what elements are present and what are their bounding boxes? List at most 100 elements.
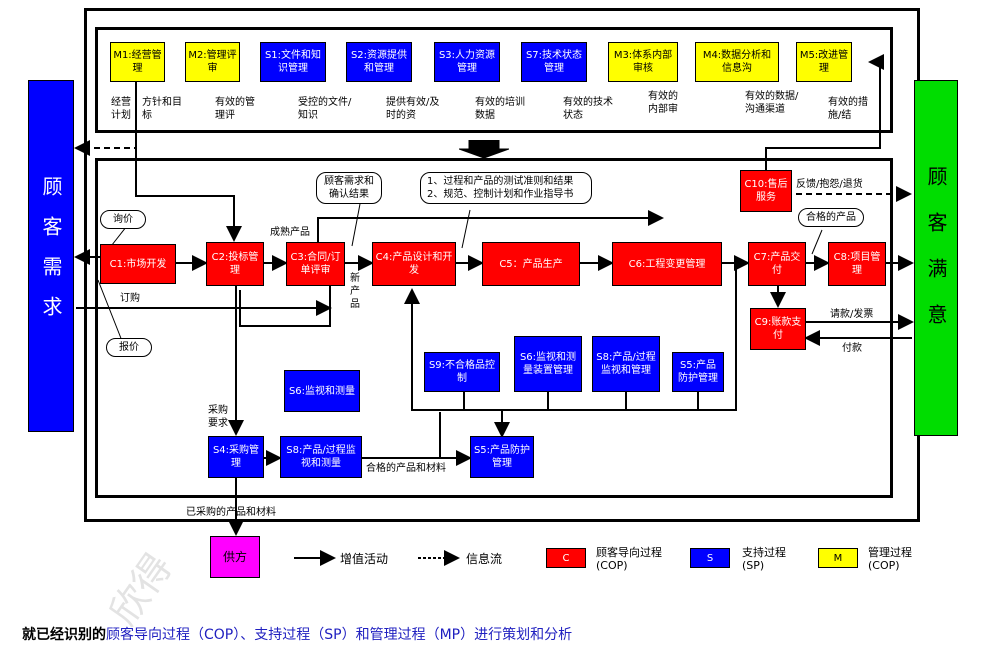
s6-device-label: S6:监视和测量装置管理 xyxy=(519,352,577,376)
test-criteria-line-1: 1、过程和产品的测试准则和结果 xyxy=(427,176,574,187)
m3-output: 有效的内部审 xyxy=(648,91,678,115)
s3-label: S3:人力资源管理 xyxy=(438,50,496,74)
test-criteria-line-2: 2、规范、控制计划和作业指导书 xyxy=(427,189,574,200)
legend-mp-code: M xyxy=(833,552,843,564)
s5-protect-box-b[interactable]: S5:产品防护管理 xyxy=(672,352,724,392)
qualified-material-label: 合格的产品和材料 xyxy=(366,463,446,474)
footer-prefix: 就已经识别的 xyxy=(22,627,106,643)
footer-highlight: 顾客导向过程（COP）、支持过程（SP）和管理过程（MP）进行策划和分析 xyxy=(106,627,573,643)
s1-output: 受控的文件/知识 xyxy=(298,97,352,121)
payment-label: 付款 xyxy=(842,343,862,354)
supplier-box[interactable]: 供方 xyxy=(210,536,260,578)
legend-cop-code: C xyxy=(562,552,570,564)
c9-label: C9:账款支付 xyxy=(754,317,802,341)
s1-box[interactable]: S1:文件和知识管理 xyxy=(260,42,326,82)
c2-label: C2:投标管理 xyxy=(211,252,259,276)
s3-box[interactable]: S3:人力资源管理 xyxy=(434,42,500,82)
c6-box[interactable]: C6:工程变更管理 xyxy=(612,242,722,286)
s6-device-box[interactable]: S6:监视和测量装置管理 xyxy=(514,336,582,392)
s4-box[interactable]: S4:采购管理 xyxy=(208,436,264,478)
m3-label: M3:体系内部审核 xyxy=(613,50,673,74)
m4-box[interactable]: M4:数据分析和信息沟 xyxy=(695,42,779,82)
m2-output: 有效的管理评 xyxy=(215,97,255,121)
c8-box[interactable]: C8:项目管理 xyxy=(828,242,886,286)
c7-box[interactable]: C7:产品交付 xyxy=(748,242,806,286)
s5-protect-label-b: S5:产品防护管理 xyxy=(678,360,718,384)
c3-box[interactable]: C3:合同/订单评审 xyxy=(286,242,345,286)
purchased-label: 已采购的产品和材料 xyxy=(186,507,276,518)
purchase-req-label: 采购要求 xyxy=(208,405,228,429)
legend-mp-swatch: M xyxy=(818,548,858,568)
customer-confirm-callout: 顾客需求和确认结果 xyxy=(316,172,382,204)
legend-cop-text: 顾客导向过程(COP) xyxy=(596,546,662,572)
c10-box[interactable]: C10:售后服务 xyxy=(740,170,792,212)
finished-product-label: 成熟产品 xyxy=(270,227,310,238)
customer-satisfaction: 顾客满意 xyxy=(914,80,958,436)
s8-monitor-box[interactable]: S8:产品/过程监视和测量 xyxy=(280,436,362,478)
s7-label: S7:技术状态管理 xyxy=(525,50,583,74)
management-panel xyxy=(95,27,893,133)
c7-label: C7:产品交付 xyxy=(753,252,801,276)
legend-cop-swatch: C xyxy=(546,548,586,568)
s1-label: S1:文件和知识管理 xyxy=(264,50,322,74)
s9-box[interactable]: S9:不合格品控制 xyxy=(424,352,500,392)
m4-output: 有效的数据/沟通渠道 xyxy=(745,91,799,115)
s8-process-box[interactable]: S8:产品/过程监视和管理 xyxy=(592,336,660,392)
s4-label: S4:采购管理 xyxy=(212,445,260,469)
test-criteria-callout: 1、过程和产品的测试准则和结果 2、规范、控制计划和作业指导书 xyxy=(420,172,592,204)
c4-box[interactable]: C4:产品设计和开发 xyxy=(372,242,456,286)
m1-output-b: 方针和目标 xyxy=(142,97,182,121)
legend-sp-text: 支持过程(SP) xyxy=(742,546,786,572)
c5-box[interactable]: C5：产品生产 xyxy=(482,242,580,286)
m4-label: M4:数据分析和信息沟 xyxy=(702,50,772,74)
legend-sp-swatch: S xyxy=(690,548,730,568)
invoice-label: 请款/发票 xyxy=(830,309,874,320)
s7-box[interactable]: S7:技术状态管理 xyxy=(521,42,587,82)
s8-process-label: S8:产品/过程监视和管理 xyxy=(596,352,656,376)
s8-monitor-label: S8:产品/过程监视和测量 xyxy=(286,445,356,469)
qualified-product-callout: 合格的产品 xyxy=(798,208,864,227)
c9-box[interactable]: C9:账款支付 xyxy=(750,308,806,350)
m5-output: 有效的措施/结 xyxy=(828,97,868,121)
new-product-label: 新产品 xyxy=(350,273,360,310)
m1-box[interactable]: M1:经营管理 xyxy=(110,42,165,82)
inquiry-callout: 询价 xyxy=(100,210,146,229)
legend-value-activity: 增值活动 xyxy=(340,552,389,566)
customer-requirements: 顾客需求 xyxy=(28,80,74,432)
c4-label: C4:产品设计和开发 xyxy=(375,252,453,276)
s9-label: S9:不合格品控制 xyxy=(428,360,496,384)
m2-label: M2:管理评审 xyxy=(188,50,237,74)
s5-protect-box-a[interactable]: S5:产品防护管理 xyxy=(470,436,534,478)
c10-label: C10:售后服务 xyxy=(744,179,788,203)
m3-box[interactable]: M3:体系内部审核 xyxy=(608,42,678,82)
quote-callout: 报价 xyxy=(106,338,152,357)
s2-label: S2:资源提供和管理 xyxy=(350,50,408,74)
legend-mp-text: 管理过程(COP) xyxy=(868,546,912,572)
c1-box[interactable]: C1:市场开发 xyxy=(100,244,176,284)
s3-output: 有效的培训数据 xyxy=(475,97,525,121)
customer-satisfaction-text: 顾客满意 xyxy=(924,166,948,350)
c6-label: C6:工程变更管理 xyxy=(628,258,706,270)
supplier-label: 供方 xyxy=(222,549,247,564)
customer-requirements-text: 顾客需求 xyxy=(39,176,63,336)
c3-label: C3:合同/订单评审 xyxy=(290,252,341,276)
order-label: 订购 xyxy=(120,293,140,304)
s6-measure-label: S6:监视和测量 xyxy=(288,385,356,397)
c8-label: C8:项目管理 xyxy=(833,252,881,276)
s5-protect-label-a: S5:产品防护管理 xyxy=(473,445,531,469)
c5-label: C5：产品生产 xyxy=(499,258,563,270)
m5-box[interactable]: M5:改进管理 xyxy=(796,42,852,82)
s2-box[interactable]: S2:资源提供和管理 xyxy=(346,42,412,82)
s7-output: 有效的技术状态 xyxy=(563,97,613,121)
panel-down-arrow xyxy=(458,139,510,159)
s6-measure-box[interactable]: S6:监视和测量 xyxy=(284,370,360,412)
m1-label: M1:经营管理 xyxy=(113,50,162,74)
process-panel xyxy=(95,158,893,498)
c2-box[interactable]: C2:投标管理 xyxy=(206,242,264,286)
m5-label: M5:改进管理 xyxy=(799,50,849,74)
legend-info-flow: 信息流 xyxy=(466,552,503,566)
footer-text: 就已经识别的顾客导向过程（COP）、支持过程（SP）和管理过程（MP）进行策划和… xyxy=(22,624,572,644)
m2-box[interactable]: M2:管理评审 xyxy=(185,42,240,82)
m1-output-a: 经营计划 xyxy=(111,97,131,121)
